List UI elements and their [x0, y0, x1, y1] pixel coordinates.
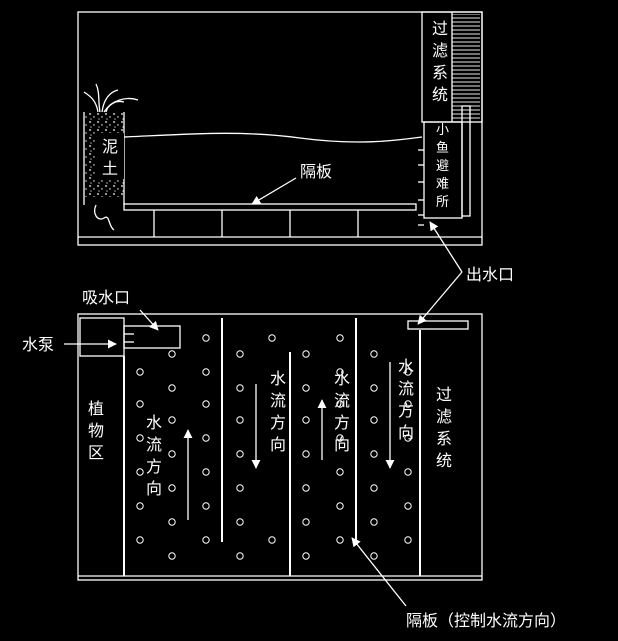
drain-hole: [302, 416, 310, 424]
drain-hole: [404, 368, 412, 376]
filter-column: [421, 11, 483, 123]
drain-hole: [404, 434, 412, 442]
drain-hole: [168, 450, 176, 458]
outlet-annotation: 出水口: [417, 221, 514, 325]
drain-hole: [370, 416, 378, 424]
top-filter-label: 过滤系统: [436, 385, 452, 470]
drain-hole: [168, 552, 176, 560]
drain-hole: [302, 484, 310, 492]
drain-hole: [168, 518, 176, 526]
drain-hole: [336, 502, 344, 510]
mud-label: 泥土: [102, 137, 118, 178]
drain-hole: [370, 450, 378, 458]
pump-box: [79, 317, 181, 357]
drain-hole: [236, 552, 244, 560]
drain-hole: [302, 450, 310, 458]
drain-hole: [336, 434, 344, 442]
drain-hole: [136, 536, 144, 544]
flow-label-4: 水流方向: [398, 357, 414, 442]
top-tank-outline: [77, 313, 483, 581]
drain-hole: [202, 434, 210, 442]
flow-label-2: 水流方向: [270, 369, 286, 454]
drain-hole: [136, 468, 144, 476]
drain-hole: [202, 536, 210, 544]
drain-hole: [168, 416, 176, 424]
drain-hole: [404, 502, 412, 510]
drain-hole: [136, 434, 144, 442]
drain-hole: [168, 484, 176, 492]
drain-hole: [202, 368, 210, 376]
pump-label: 水泵: [22, 335, 54, 354]
intake-label: 吸水口: [82, 288, 130, 307]
drain-hole: [370, 518, 378, 526]
drain-hole: [336, 368, 344, 376]
intake-pointer: [139, 309, 159, 331]
drain-hole: [136, 502, 144, 510]
outlet-label: 出水口: [466, 265, 514, 284]
drain-hole: [236, 416, 244, 424]
plant-zone-label: 植物区: [88, 399, 104, 462]
drain-hole: [370, 484, 378, 492]
drain-hole: [370, 350, 378, 358]
drain-hole: [336, 536, 344, 544]
drain-hole: [404, 468, 412, 476]
drain-holes: [136, 334, 412, 560]
drain-hole: [336, 334, 344, 342]
drain-hole: [370, 384, 378, 392]
drain-hole: [236, 484, 244, 492]
drain-hole: [202, 468, 210, 476]
drain-hole: [404, 536, 412, 544]
drain-hole: [136, 368, 144, 376]
side-filter-label: 过滤系统: [432, 19, 448, 104]
drain-hole: [202, 502, 210, 510]
drain-hole: [168, 384, 176, 392]
tank-outline: [77, 11, 483, 246]
drain-hole: [404, 400, 412, 408]
shelter-label: 小鱼避难所: [436, 123, 449, 210]
side-view: 过滤系统 小鱼避难所 泥土: [77, 11, 483, 246]
top-view: 水泵 吸水口 植物区 水流方向 水流方向 水流方向 水流方向 过滤系统 隔板（控…: [22, 288, 566, 630]
water-surface: [123, 132, 423, 143]
drain-hole: [302, 552, 310, 560]
drain-hole: [136, 400, 144, 408]
drain-hole: [268, 536, 276, 544]
drain-hole: [202, 400, 210, 408]
side-partition-label: 隔板: [300, 162, 332, 181]
drain-hole: [236, 350, 244, 358]
drain-hole: [302, 350, 310, 358]
partition-pointer: [251, 177, 297, 205]
flow-label-1: 水流方向: [146, 413, 162, 498]
drain-hole: [236, 518, 244, 526]
drain-hole: [168, 350, 176, 358]
partition-shelf: [123, 203, 417, 237]
drain-hole: [336, 468, 344, 476]
drain-hole: [370, 552, 378, 560]
drain-hole: [236, 384, 244, 392]
partition-note-pointer: [351, 537, 407, 607]
drain-hole: [268, 334, 276, 342]
drain-hole: [236, 450, 244, 458]
drain-hole: [202, 334, 210, 342]
fish-shelter: [418, 105, 471, 226]
drain-hole: [302, 384, 310, 392]
top-partition-label: 隔板（控制水流方向）: [406, 611, 566, 630]
outlet-slot: [407, 320, 469, 330]
drain-hole: [336, 400, 344, 408]
flow-label-3: 水流方向: [334, 369, 350, 454]
drain-hole: [302, 518, 310, 526]
